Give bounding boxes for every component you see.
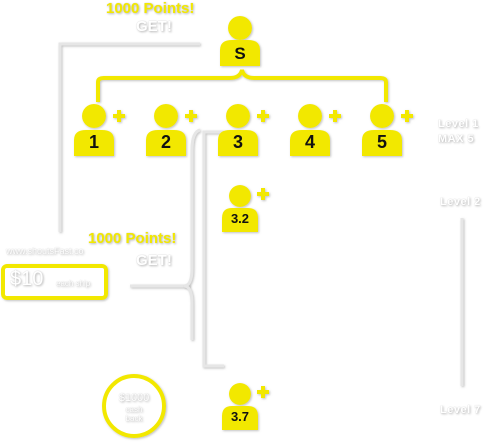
mid-reward-get: GET!	[136, 252, 172, 269]
chain-user-3-2-icon	[222, 185, 269, 232]
website-label: www.shoutsFast.co	[6, 246, 84, 256]
chain-user-3-2-label: 3.2	[230, 211, 250, 226]
level2-label: Level 2	[440, 196, 481, 208]
level1-user-4-label: 4	[304, 132, 315, 152]
top-reward-points: 1000 Points!	[106, 0, 195, 17]
level1-user-3-label: 3	[232, 132, 243, 152]
circle-reward-line3: back	[125, 414, 143, 423]
chain-user-3-7-icon	[222, 383, 269, 430]
level1-max-label: MAX 5	[438, 133, 475, 145]
level1-label: Level 1	[438, 118, 479, 130]
connector-level-bracket	[202, 130, 224, 368]
level1-user-1-icon	[74, 104, 125, 156]
top-reward-get: GET!	[136, 18, 172, 35]
circle-reward-badge	[102, 374, 166, 438]
level1-user-5-label: 5	[376, 132, 387, 152]
circle-reward-line2: cash	[125, 405, 143, 414]
connector-top-left	[58, 42, 200, 232]
level1-bracket	[96, 69, 388, 102]
level1-user-4-icon	[290, 104, 341, 156]
connector-lines	[58, 42, 464, 386]
price-suffix: each ship	[56, 279, 91, 288]
price-amount: $10	[10, 268, 44, 290]
price-box	[1, 264, 108, 300]
level7-label: Level 7	[440, 404, 481, 416]
top-user-icon	[220, 16, 260, 66]
mid-reward-points: 1000 Points!	[88, 230, 177, 247]
circle-reward-amount: $1000	[118, 392, 150, 404]
level1-user-1-label: 1	[88, 132, 99, 152]
top-user-label: S	[234, 44, 246, 63]
level1-user-5-icon	[362, 104, 413, 156]
level1-user-2-icon	[146, 104, 197, 156]
level1-users	[74, 104, 413, 156]
level1-user-3-icon	[218, 104, 269, 156]
level1-user-2-label: 2	[160, 132, 171, 152]
chain-user-3-7-label: 3.7	[230, 409, 250, 424]
chain-brace	[183, 128, 201, 340]
